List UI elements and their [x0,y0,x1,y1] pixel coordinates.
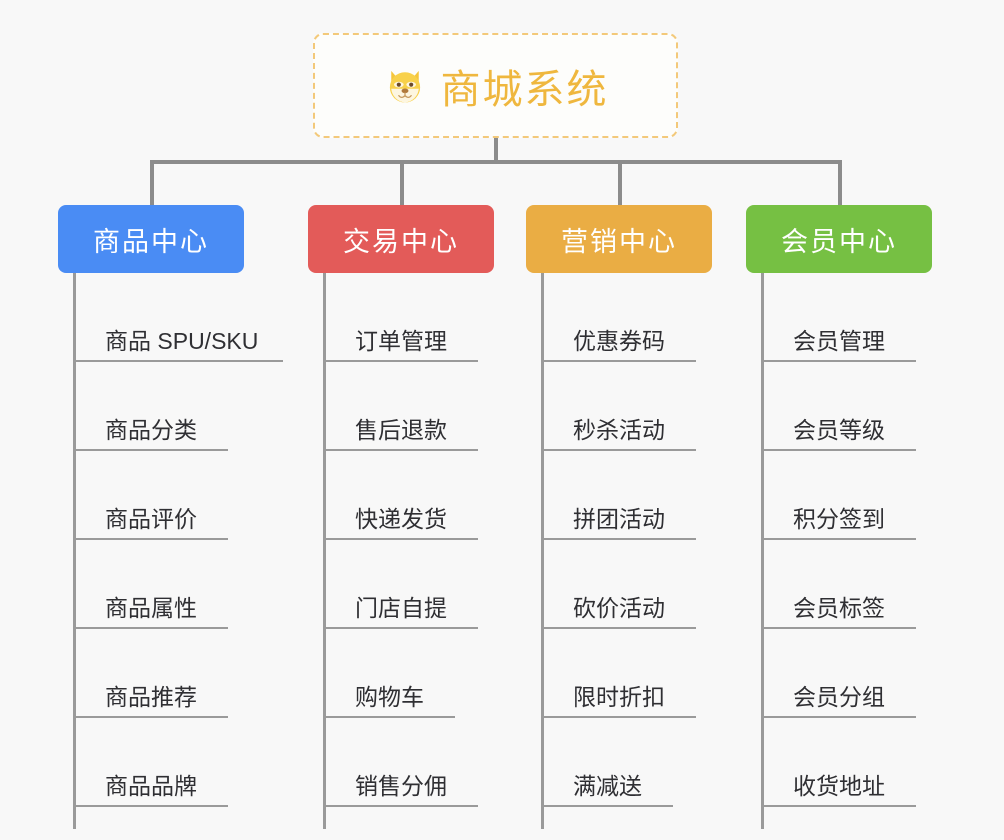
root-stem-connector [494,138,498,164]
dog-face-icon [383,64,427,108]
branch-drop-connector-3 [618,160,622,208]
leaf-item[interactable]: 商品品牌 [73,718,228,807]
leaf-item[interactable]: 门店自提 [323,540,478,629]
leaf-item[interactable]: 优惠券码 [541,273,696,362]
root-title: 商城系统 [440,67,609,112]
leaf-item[interactable]: 售后退款 [323,362,478,451]
leaf-item[interactable]: 限时折扣 [541,629,696,718]
leaf-item[interactable]: 会员分组 [761,629,916,718]
leaf-label: 收货地址 [793,772,885,799]
category-node-product-center[interactable]: 商品中心 [58,205,244,273]
leaf-label: 商品推荐 [105,683,197,710]
leaf-label: 快递发货 [355,505,447,532]
leaf-label: 门店自提 [355,594,447,621]
leaf-label: 拼团活动 [573,505,665,532]
leaf-label: 商品属性 [105,594,197,621]
root-node[interactable]: 商城系统 [313,33,678,138]
leaf-label: 秒杀活动 [573,416,665,443]
category-node-marketing-center[interactable]: 营销中心 [526,205,712,273]
leaf-item[interactable]: 购物车 [323,629,455,718]
leaf-label: 购物车 [355,683,424,710]
leaf-item[interactable]: 商品分类 [73,362,228,451]
category-label: 商品中心 [93,226,209,257]
column-spine [323,273,326,829]
branch-drop-connector-1 [150,160,154,208]
leaf-label: 限时折扣 [573,683,665,710]
leaf-item[interactable]: 积分签到 [761,451,916,540]
category-node-trade-center[interactable]: 交易中心 [308,205,494,273]
category-label: 会员中心 [781,226,897,257]
leaf-item[interactable]: 会员标签 [761,540,916,629]
branch-drop-connector-2 [400,160,404,208]
leaf-item[interactable]: 商品推荐 [73,629,228,718]
leaf-item[interactable]: 会员等级 [761,362,916,451]
leaf-label: 会员标签 [793,594,885,621]
leaf-label: 售后退款 [355,416,447,443]
leaf-item[interactable]: 满减送 [541,718,673,807]
column-spine [73,273,76,829]
leaf-label: 销售分佣 [355,772,447,799]
leaf-item[interactable]: 销售分佣 [323,718,478,807]
branch-drop-connector-4 [838,160,842,208]
leaf-label: 满减送 [573,772,642,799]
horizontal-bus-connector [150,160,842,164]
leaf-item[interactable]: 商品 SPU/SKU [73,273,283,362]
column-spine [541,273,544,829]
leaf-item[interactable]: 秒杀活动 [541,362,696,451]
leaf-item[interactable]: 商品属性 [73,540,228,629]
category-label: 交易中心 [343,226,459,257]
leaf-label: 订单管理 [355,327,447,354]
leaf-item[interactable]: 砍价活动 [541,540,696,629]
leaf-label: 商品分类 [105,416,197,443]
category-node-member-center[interactable]: 会员中心 [746,205,932,273]
leaf-label: 商品 SPU/SKU [105,327,259,354]
leaf-label: 商品评价 [105,505,197,532]
leaf-label: 商品品牌 [105,772,197,799]
leaf-label: 积分签到 [793,505,885,532]
leaf-label: 砍价活动 [573,594,665,621]
leaf-item[interactable]: 会员管理 [761,273,916,362]
leaf-item[interactable]: 商品评价 [73,451,228,540]
leaf-label: 会员等级 [793,416,885,443]
leaf-item[interactable]: 快递发货 [323,451,478,540]
leaf-item[interactable]: 拼团活动 [541,451,696,540]
leaf-label: 优惠券码 [573,327,665,354]
leaf-label: 会员管理 [793,327,885,354]
category-label: 营销中心 [561,226,677,257]
column-spine [761,273,764,829]
leaf-item[interactable]: 订单管理 [323,273,478,362]
leaf-label: 会员分组 [793,683,885,710]
leaf-item[interactable]: 收货地址 [761,718,916,807]
